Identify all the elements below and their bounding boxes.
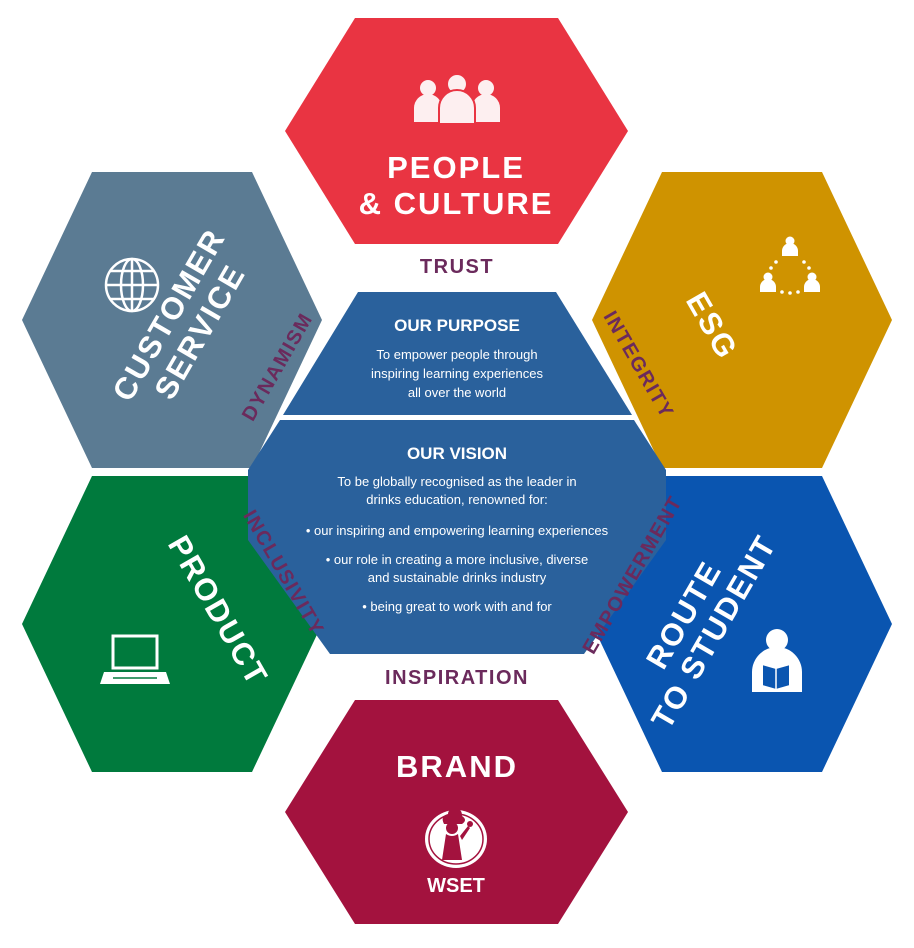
hex-people-culture: PEOPLE & CULTURE bbox=[285, 18, 628, 244]
vision-panel: OUR VISION To be globally recognised as … bbox=[248, 420, 666, 654]
vision-line2: drinks education, renowned for: bbox=[366, 492, 547, 507]
reader-person-icon bbox=[752, 629, 802, 692]
vision-bullet-2a: • our role in creating a more inclusive,… bbox=[326, 552, 589, 567]
hex-customer-service-shape bbox=[22, 172, 322, 468]
vision-bullet-3: • being great to work with and for bbox=[362, 599, 552, 614]
laptop-icon bbox=[100, 634, 170, 684]
hex-product-shape bbox=[22, 476, 322, 772]
purpose-title: OUR PURPOSE bbox=[394, 316, 520, 335]
vision-line1: To be globally recognised as the leader … bbox=[337, 474, 576, 489]
purpose-line3: all over the world bbox=[408, 385, 506, 400]
purpose-line1: To empower people through bbox=[376, 347, 537, 362]
brand-title: BRAND bbox=[396, 749, 518, 784]
hex-brand: BRAND WSET bbox=[285, 700, 628, 924]
purpose-line2: inspiring learning experiences bbox=[371, 366, 543, 381]
vision-bullet-1: • our inspiring and empowering learning … bbox=[306, 523, 609, 538]
wset-logo-text: WSET bbox=[427, 875, 485, 897]
hex-route-to-student: ROUTE TO STUDENT bbox=[592, 476, 892, 772]
wset-logo: WSET bbox=[425, 809, 487, 897]
vision-panel-shape bbox=[248, 420, 666, 654]
vision-title: OUR VISION bbox=[407, 444, 507, 463]
hex-people-culture-shape bbox=[285, 18, 628, 244]
hex-route-to-student-shape bbox=[592, 476, 892, 772]
people-culture-title-line2: & CULTURE bbox=[359, 186, 554, 221]
hex-esg: ESG bbox=[592, 172, 892, 468]
hex-esg-shape bbox=[592, 172, 892, 468]
purpose-panel-shape bbox=[283, 292, 632, 415]
hex-customer-service: CUSTOMER SERVICE bbox=[22, 172, 322, 468]
hex-product: PRODUCT bbox=[22, 476, 322, 772]
network-people-icon bbox=[760, 236, 820, 295]
purpose-panel: OUR PURPOSE To empower people through in… bbox=[283, 292, 632, 415]
vision-bullet-2b: and sustainable drinks industry bbox=[368, 570, 547, 585]
people-group-icon bbox=[414, 73, 500, 125]
globe-icon bbox=[104, 257, 160, 313]
value-inspiration: INSPIRATION bbox=[385, 667, 529, 689]
value-trust: TRUST bbox=[420, 256, 494, 278]
people-culture-title-line1: PEOPLE bbox=[387, 150, 525, 185]
